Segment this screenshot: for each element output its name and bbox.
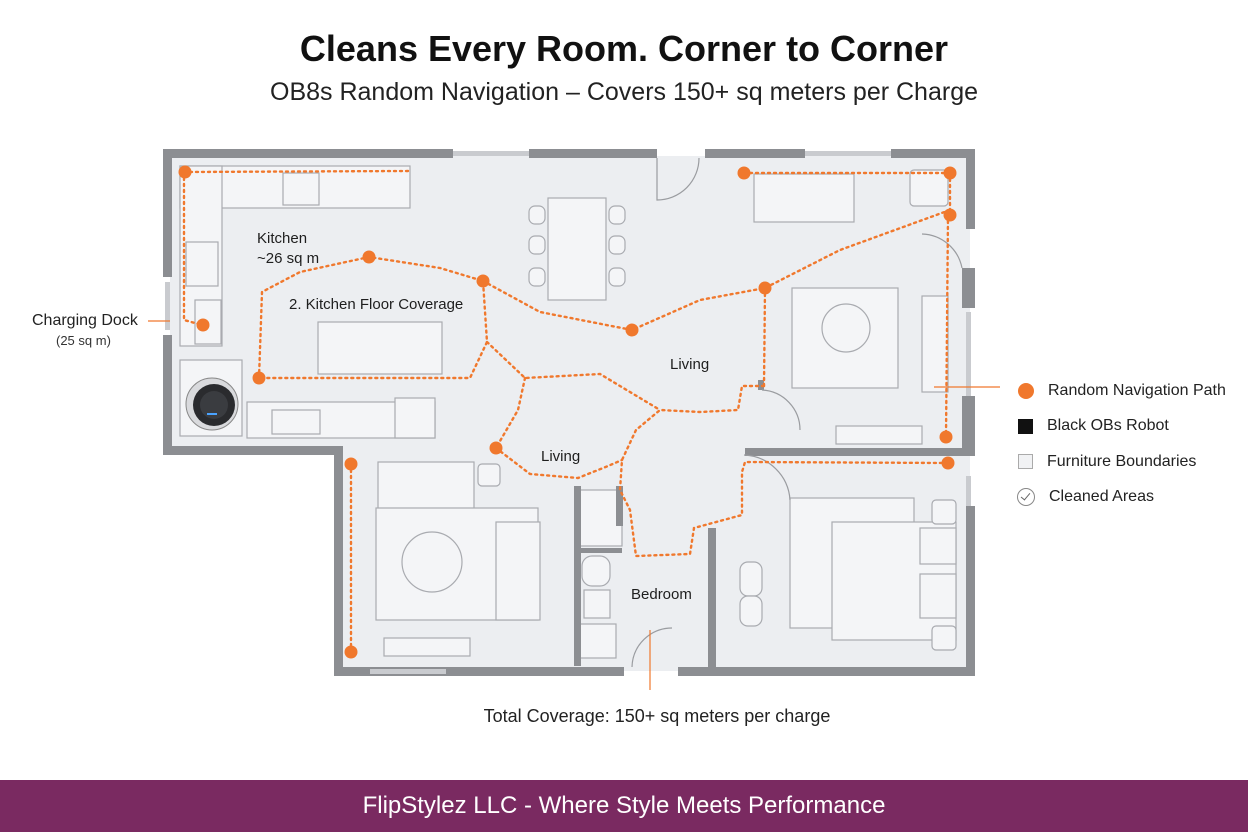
navigation-path-segment [182, 169, 411, 174]
black-square-icon [1018, 418, 1033, 434]
legend: Random Navigation Path Black OBs Robot F… [1014, 373, 1226, 515]
navigation-waypoint [362, 250, 376, 264]
legend-item-path: Random Navigation Path [1014, 373, 1226, 409]
navigation-waypoint [252, 371, 266, 385]
navigation-waypoint [737, 166, 751, 180]
legend-label-robot: Black OBs Robot [1047, 417, 1169, 435]
living-label-upper: Living [670, 356, 709, 373]
bedroom-label: Bedroom [631, 586, 692, 603]
legend-item-cleaned: Cleaned Areas [1014, 480, 1226, 516]
navigation-waypoint [758, 281, 772, 295]
robot-vacuum [185, 377, 239, 431]
kitchen-coverage-label: 2. Kitchen Floor Coverage [289, 296, 463, 313]
navigation-waypoint [344, 457, 358, 471]
kitchen-area-label: ~26 sq m [257, 250, 319, 267]
charging-dock-area: (25 sq m) [56, 333, 111, 348]
furniture-boundaries [179, 165, 957, 659]
callout-leaders [148, 320, 1000, 690]
legend-item-robot: Black OBs Robot [1014, 409, 1226, 445]
navigation-waypoint [196, 318, 210, 332]
navigation-path-segment [182, 170, 204, 327]
navigation-path-segment [762, 286, 767, 388]
navigation-path-segment [618, 384, 950, 558]
legend-label-furniture: Furniture Boundaries [1047, 452, 1197, 470]
navigation-path-segment [494, 446, 624, 480]
navigation-waypoint [939, 430, 953, 444]
navigation-waypoint [941, 456, 955, 470]
navigation-path-segment [257, 255, 489, 380]
navigation-waypoint [178, 165, 192, 179]
legend-item-furniture: Furniture Boundaries [1014, 444, 1226, 480]
navigation-waypoint [943, 208, 957, 222]
navigation-waypoint [489, 441, 503, 455]
check-circle-icon [1017, 488, 1035, 507]
random-navigation-path [178, 165, 957, 659]
navigation-waypoint [625, 323, 639, 337]
charging-dock-label: Charging Dock [32, 312, 138, 329]
orange-dot-icon [1018, 382, 1034, 399]
navigation-path-segment [485, 340, 662, 412]
page-subtitle: OB8s Random Navigation – Covers 150+ sq … [270, 78, 978, 106]
navigation-waypoint [344, 645, 358, 659]
legend-label-path: Random Navigation Path [1048, 381, 1226, 399]
total-coverage-caption: Total Coverage: 150+ sq meters per charg… [483, 706, 831, 726]
navigation-path-segment [494, 376, 527, 450]
navigation-path-segment [944, 213, 950, 439]
walls [163, 149, 975, 676]
page-title: Cleans Every Room. Corner to Corner [299, 28, 949, 69]
navigation-path-segment [481, 208, 952, 332]
footer-banner: FlipStylez LLC - Where Style Meets Perfo… [0, 780, 1248, 832]
living-label-lower: Living [541, 448, 580, 465]
navigation-waypoint [943, 166, 957, 180]
legend-label-cleaned: Cleaned Areas [1049, 488, 1154, 506]
outline-square-icon [1018, 454, 1033, 470]
kitchen-label: Kitchen [257, 230, 307, 247]
navigation-waypoint [476, 274, 490, 288]
